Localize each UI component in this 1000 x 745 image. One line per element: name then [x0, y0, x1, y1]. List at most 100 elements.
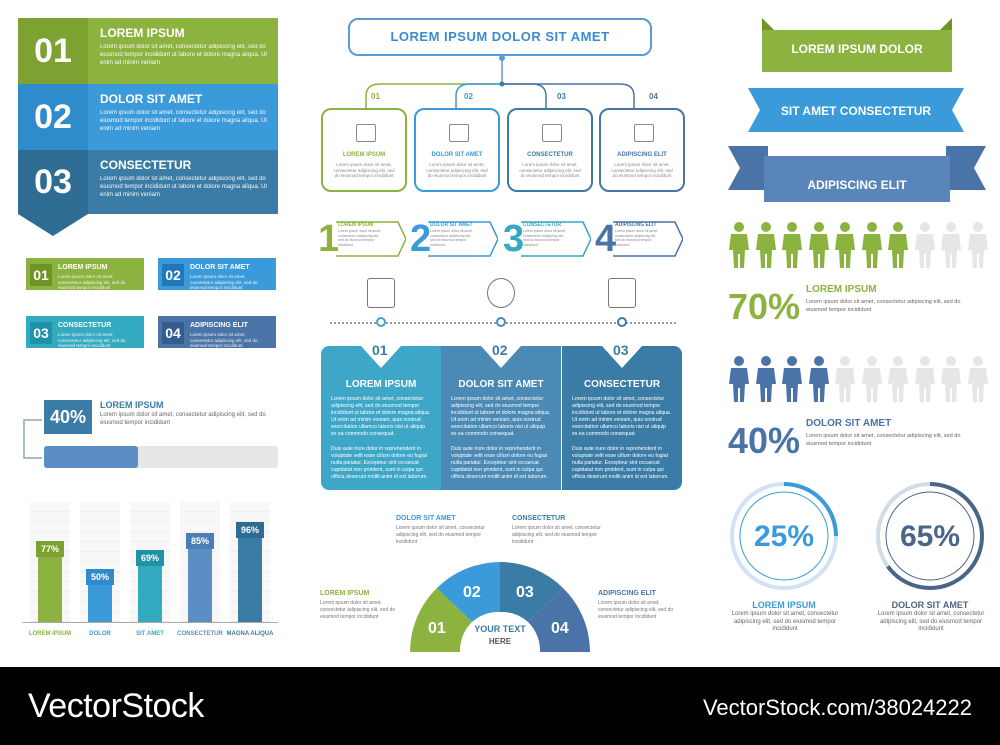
footer-bar: VectorStock VectorStock.com/38024222 — [0, 667, 1000, 745]
segment-num-2: 02 — [463, 584, 481, 601]
segment-3 — [500, 562, 563, 622]
card-number: 02 — [162, 264, 184, 286]
segment-num-3: 03 — [516, 584, 534, 601]
ribbon-2 — [748, 88, 964, 132]
calendar-icon — [449, 124, 469, 142]
box-number: 02 — [464, 92, 473, 101]
box-title: ADIPISCING ELIT — [617, 152, 667, 158]
people-pct-2: 40% — [728, 420, 801, 461]
chart-category: DOLOR — [89, 631, 111, 637]
person-icon — [808, 222, 829, 268]
list-title: CONSECTETUR — [100, 158, 192, 172]
person-icon — [835, 356, 855, 402]
donut-2 — [876, 482, 984, 590]
people-title-2: DOLOR SIT AMET — [806, 418, 892, 429]
person-icon — [729, 356, 749, 402]
box-number: 04 — [649, 92, 658, 101]
card-title: LOREM IPSUM — [58, 264, 108, 271]
person-icon — [914, 356, 935, 402]
chart-bar-label: 69% — [136, 550, 164, 566]
footer-brand: VectorStock — [28, 687, 204, 725]
footer-id: VectorStock.com/38024222 — [702, 695, 972, 720]
list-text: Lorem ipsum dolor sit amet, consectetur … — [100, 176, 268, 198]
box-text: Lorem ipsum dolor sit amet, consectetur … — [611, 162, 673, 178]
segment-num-1: 01 — [428, 620, 446, 637]
progress-title: LOREM IPSUM — [100, 400, 164, 410]
center-text-2: HERE — [488, 637, 512, 646]
progress-fill — [44, 446, 138, 468]
panel-title: DOLOR SIT AMET — [458, 379, 544, 390]
chart-column: 85% — [180, 502, 220, 622]
semi-text-4: Lorem ipsum dolor sit amet, consectetur … — [598, 600, 674, 620]
chart-bar-label: 77% — [36, 541, 64, 557]
card-number: 03 — [30, 322, 52, 344]
list-number: 02 — [18, 84, 88, 150]
step-text: Lorem ipsum dolor sit amet, consectetur … — [615, 229, 659, 247]
chart-column: 50% — [80, 502, 120, 622]
panel-notch — [361, 346, 401, 368]
people-title-1: LOREM IPSUM — [806, 284, 877, 295]
progress-text: Lorem ipsum dolor sit amet, consectetur … — [100, 412, 266, 426]
semi-label-2: DOLOR SIT AMET — [396, 515, 456, 522]
ribbon-3 — [728, 146, 986, 202]
main-title: LOREM IPSUM DOLOR SIT AMET — [348, 18, 652, 56]
box-text: Lorem ipsum dolor sit amet, consectetur … — [426, 162, 488, 178]
box-number: 03 — [557, 92, 566, 101]
person-icon — [888, 222, 908, 268]
semi-label-4: ADIPISCING ELIT — [598, 590, 656, 597]
box-number: 01 — [371, 92, 380, 101]
chart-bar — [238, 524, 262, 622]
panel-text-2: Duis aute irure dolor in reprehenderit i… — [572, 446, 669, 480]
person-icon — [941, 222, 961, 268]
step-text: Lorem ipsum dolor sit amet, consectetur … — [523, 229, 567, 247]
card-text: Lorem ipsum dolor sit amet, consectetur … — [190, 332, 258, 348]
donut-1-text: Lorem ipsum dolor sit amet, consectetur … — [731, 611, 839, 632]
chart-category: LOREM IPSUM — [28, 631, 72, 637]
step-title: DOLOR SIT AMET — [430, 222, 473, 228]
donut-1 — [730, 482, 838, 590]
step-number: 1 — [318, 218, 340, 260]
segment-2 — [437, 562, 500, 622]
segment-num-4: 04 — [551, 620, 569, 637]
step-chevron — [428, 221, 498, 257]
person-icon — [729, 222, 749, 268]
person-icon — [967, 222, 988, 268]
list-text: Lorem ipsum dolor sit amet, consectetur … — [100, 44, 268, 66]
tree-connectors — [365, 56, 635, 108]
card-title: DOLOR SIT AMET — [190, 264, 250, 271]
timeline-number: 03 — [613, 342, 629, 358]
panel-title: LOREM IPSUM — [345, 379, 417, 390]
person-icon — [861, 356, 882, 402]
donut-2-text: Lorem ipsum dolor sit amet, consectetur … — [877, 611, 985, 632]
person-icon — [835, 222, 855, 268]
timeline-dot — [376, 317, 386, 327]
list-title: LOREM IPSUM — [100, 26, 185, 40]
donut-1-pct: 25% — [753, 520, 815, 553]
progress-track — [44, 446, 278, 468]
card-text: Lorem ipsum dolor sit amet, consectetur … — [58, 332, 126, 348]
panel-title: CONSECTETUR — [583, 379, 661, 390]
timeline-number: 01 — [372, 342, 388, 358]
center-text: YOUR TEXT — [474, 624, 526, 634]
timeline-number: 02 — [492, 342, 508, 358]
semi-label-3: CONSECTETUR — [512, 515, 566, 522]
calendar-icon — [367, 278, 395, 308]
timeline-dot — [496, 317, 506, 327]
step-number: 4 — [595, 218, 617, 260]
chart-column: 96% — [230, 502, 270, 622]
briefcase-icon — [608, 278, 636, 308]
card-3: 03 CONSECTETUR Lorem ipsum dolor sit ame… — [26, 316, 144, 348]
chart-bar-label: 85% — [186, 533, 214, 549]
list-number: 01 — [18, 18, 88, 84]
step-text: Lorem ipsum dolor sit amet, consectetur … — [338, 229, 382, 247]
step-text: Lorem ipsum dolor sit amet, consectetur … — [430, 229, 474, 247]
panel-text: Lorem ipsum dolor sit amet, consectetur … — [331, 396, 431, 437]
list-item-2: 02 DOLOR SIT AMET Lorem ipsum dolor sit … — [18, 84, 278, 150]
segment-1 — [410, 588, 472, 652]
timeline-dot — [617, 317, 627, 327]
step-chevron — [336, 221, 406, 257]
chart-bar-label: 50% — [86, 569, 114, 585]
